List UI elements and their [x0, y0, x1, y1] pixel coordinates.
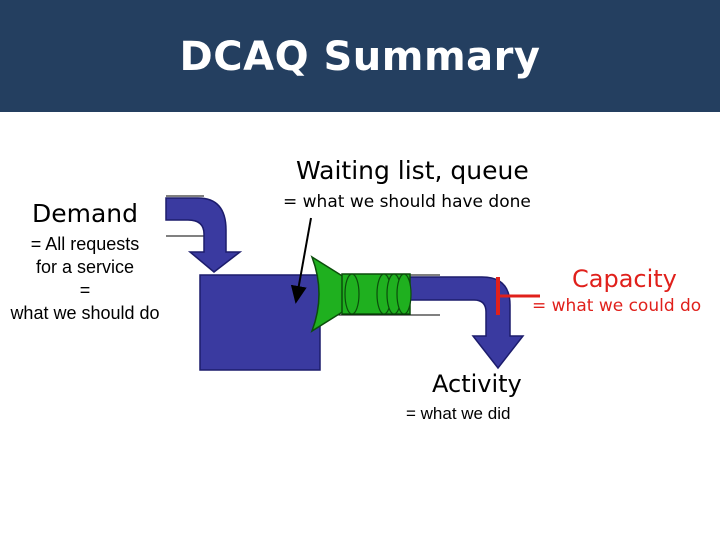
demand-inflow-lines	[166, 195, 204, 237]
queue-tank	[199, 274, 321, 371]
activity-title: Activity	[432, 370, 522, 398]
demand-line: =	[79, 280, 91, 300]
demand-line: for a service	[35, 257, 135, 277]
queue-title: Waiting list, queue	[296, 156, 529, 185]
activity-description: = what we did	[406, 404, 511, 423]
slide-title: DCAQ Summary	[179, 34, 541, 80]
demand-line: what we should do	[10, 303, 160, 323]
demand-description: = All requests for a service = what we s…	[0, 233, 170, 325]
capacity-funnel	[310, 255, 412, 333]
capacity-limit-marker	[496, 277, 540, 315]
capacity-description: = what we could do	[532, 296, 702, 316]
queue-pointer-arrow	[290, 217, 312, 304]
title-banner: DCAQ Summary	[0, 0, 720, 112]
demand-title: Demand	[32, 199, 139, 228]
capacity-title: Capacity	[572, 265, 677, 293]
queue-description: = what we should have done	[283, 192, 531, 212]
demand-arrow	[165, 197, 243, 273]
activity-arrow	[399, 276, 525, 370]
demand-line: = All requests	[30, 234, 140, 254]
